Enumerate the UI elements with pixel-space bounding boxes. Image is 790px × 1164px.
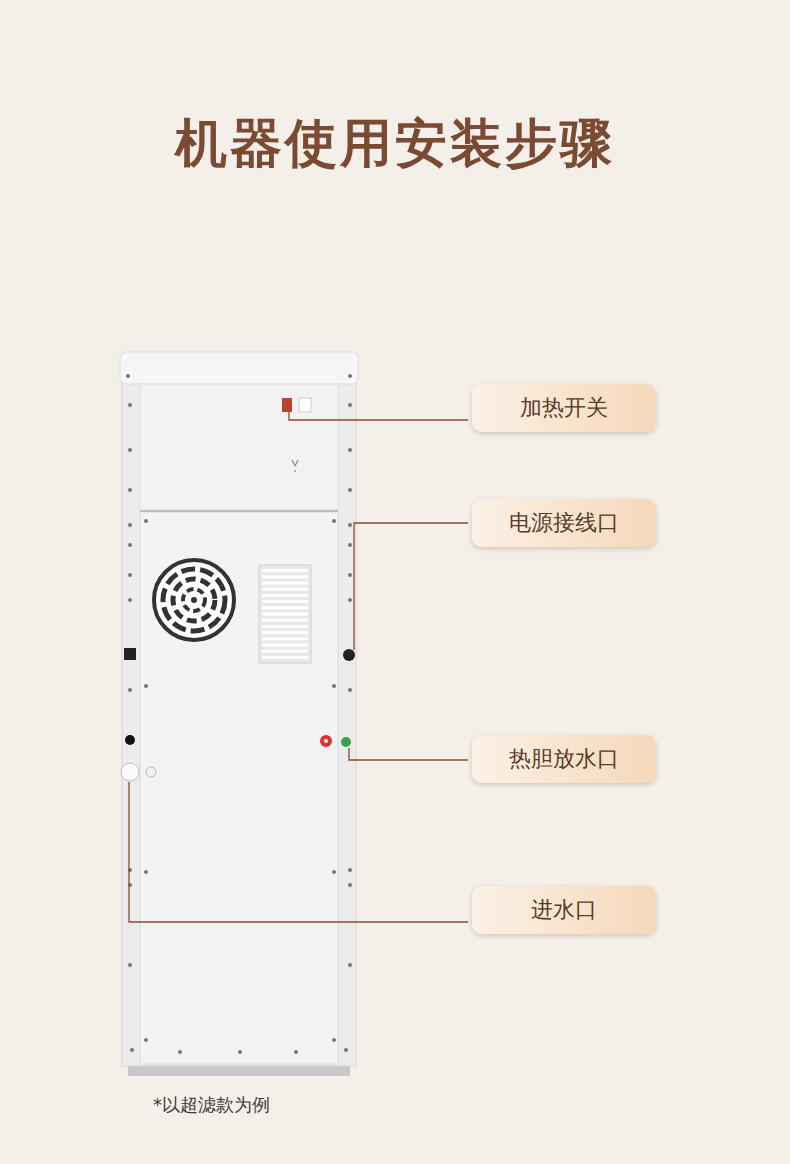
vent-slot xyxy=(262,619,308,622)
callout-box: 电源接线口 xyxy=(472,499,656,547)
water-inlet xyxy=(121,763,139,781)
fan xyxy=(154,560,234,640)
vent-slot xyxy=(262,631,308,634)
callout-box: 进水口 xyxy=(472,886,656,934)
housing xyxy=(122,378,356,1066)
callout-label: 加热开关 xyxy=(520,395,608,421)
vent-slot xyxy=(262,643,308,646)
vent-slot xyxy=(262,581,308,584)
callout-label: 电源接线口 xyxy=(509,510,619,536)
screw xyxy=(130,1048,134,1052)
vent-slot xyxy=(262,588,308,591)
port xyxy=(125,735,135,745)
screw xyxy=(348,963,352,967)
screw xyxy=(348,883,352,887)
vent-slot xyxy=(262,637,308,640)
screw xyxy=(144,1038,148,1042)
screw xyxy=(294,1050,298,1054)
port xyxy=(124,648,136,660)
screw xyxy=(128,448,132,452)
screw xyxy=(128,543,132,547)
vent-slot xyxy=(262,656,308,659)
screw xyxy=(348,688,352,692)
vent-slot xyxy=(262,594,308,597)
leader-line xyxy=(349,748,468,760)
vent-slot xyxy=(262,625,308,628)
callout-box: 热胆放水口 xyxy=(472,735,656,783)
screw xyxy=(144,870,148,874)
heating-switch xyxy=(282,398,292,412)
screw xyxy=(128,688,132,692)
screw xyxy=(332,1038,336,1042)
screw xyxy=(128,573,132,577)
screw xyxy=(348,543,352,547)
screw xyxy=(348,573,352,577)
screw xyxy=(178,1050,182,1054)
fan-grill xyxy=(173,579,215,621)
screw xyxy=(128,488,132,492)
screw xyxy=(332,870,336,874)
fittings xyxy=(121,398,355,781)
inlet-mark xyxy=(146,767,156,777)
screw xyxy=(128,403,132,407)
upper-panel xyxy=(140,384,338,510)
callout-label: 热胆放水口 xyxy=(509,746,619,772)
vent-slot xyxy=(262,600,308,603)
fan-hub xyxy=(191,597,197,603)
page-title: 机器使用安装步骤 xyxy=(0,112,790,174)
screw xyxy=(128,598,132,602)
back-panel xyxy=(140,512,338,1064)
top-cap xyxy=(120,352,358,384)
screw xyxy=(238,1050,242,1054)
fan-ring xyxy=(154,560,234,640)
screw xyxy=(144,684,148,688)
drain-cap-red xyxy=(320,735,332,747)
dispenser-body xyxy=(120,352,358,1076)
screw xyxy=(348,598,352,602)
screw xyxy=(126,374,130,378)
drain-cap-center xyxy=(324,739,328,743)
screw xyxy=(348,374,352,378)
screw xyxy=(344,1048,348,1052)
leader-line xyxy=(129,782,468,922)
leader-line xyxy=(289,412,468,420)
vent-slot xyxy=(262,612,308,615)
callout-label: 进水口 xyxy=(531,897,597,923)
vent-slot xyxy=(262,650,308,653)
screw xyxy=(348,523,352,527)
screw xyxy=(128,523,132,527)
screw xyxy=(144,519,148,523)
screw xyxy=(348,488,352,492)
screw xyxy=(332,519,336,523)
callout-box: 加热开关 xyxy=(472,384,656,432)
fan-grill xyxy=(163,569,225,631)
screws xyxy=(126,374,352,1054)
vent-grille xyxy=(259,565,311,663)
fan-grill xyxy=(183,589,205,611)
socket-mark xyxy=(292,460,298,472)
panel-seam xyxy=(140,510,338,512)
screw xyxy=(332,684,336,688)
screw xyxy=(348,868,352,872)
caption: *以超滤款为例 xyxy=(153,1093,270,1116)
screw xyxy=(348,448,352,452)
vent-slot xyxy=(262,569,308,572)
vent-slot xyxy=(262,575,308,578)
screw xyxy=(128,963,132,967)
leader-line xyxy=(354,523,468,650)
power-port xyxy=(343,649,355,661)
hot-tank-drain xyxy=(341,737,351,747)
vent-slot xyxy=(262,606,308,609)
screw xyxy=(348,403,352,407)
switch-plate xyxy=(299,398,311,412)
vent-frame xyxy=(259,565,311,663)
leader-lines xyxy=(129,412,468,922)
